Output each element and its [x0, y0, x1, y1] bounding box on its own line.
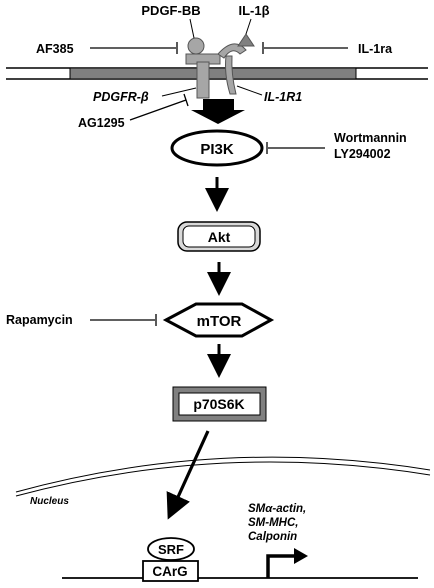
af385-label: AF385 — [36, 42, 74, 56]
akt-node: Akt — [177, 221, 261, 252]
rapamycin-inhibition — [90, 314, 157, 326]
il-1b-ligand — [237, 33, 255, 47]
wortmannin-inhibition — [266, 142, 325, 154]
carg-label: CArG — [152, 564, 187, 579]
ag1295-label: AG1295 — [78, 116, 125, 130]
il-1b-pointer — [245, 18, 252, 35]
pdgfr-beta-receptor — [185, 37, 221, 99]
il-1r1-pointer — [236, 85, 263, 96]
ag1295-inhibition — [129, 93, 189, 121]
il-1ra-label: IL-1ra — [358, 42, 393, 56]
il-1ra-inhibition — [262, 42, 348, 54]
pdgf-bb-label: PDGF-BB — [141, 3, 200, 18]
pdgfr-pointer — [161, 87, 197, 97]
pdgf-bb-ligand — [187, 37, 205, 55]
il-1b-label: IL-1β — [238, 3, 269, 18]
pi3k-node: PI3K — [170, 129, 264, 167]
il-1r1-label: IL-1R1 — [264, 90, 302, 104]
target-gene-1: SMα-actin, — [248, 503, 306, 515]
af385-inhibition — [90, 42, 178, 54]
target-gene-3: Calponin — [248, 531, 297, 543]
srf-label: SRF — [158, 542, 184, 557]
wortmannin-label: Wortmannin — [334, 131, 407, 145]
target-gene-2: SM-MHC, — [248, 517, 298, 529]
carg-box: CArG — [142, 560, 199, 582]
il-1r1-receptor — [217, 33, 255, 95]
p70s6k-node: p70S6K — [172, 386, 267, 422]
rapamycin-label: Rapamycin — [6, 313, 73, 327]
p70-to-srf-arrow — [166, 430, 210, 520]
ly294002-label: LY294002 — [334, 147, 391, 161]
receptor-to-pi3k-arrow — [191, 99, 245, 124]
srf-node: SRF — [147, 537, 195, 561]
nuclear-envelope — [15, 456, 431, 497]
mtor-node: mTOR — [162, 302, 275, 338]
nucleus-label: Nucleus — [30, 496, 69, 507]
transcription-start-arrow — [266, 548, 308, 578]
p70s6k-label: p70S6K — [193, 396, 244, 412]
pi3k-label: PI3K — [200, 141, 234, 158]
pdgfr-beta-label: PDGFR-β — [93, 90, 149, 104]
mtor-label: mTOR — [197, 313, 242, 330]
akt-label: Akt — [208, 229, 231, 245]
pdgf-bb-pointer — [189, 18, 195, 39]
cell-membrane — [6, 67, 428, 80]
